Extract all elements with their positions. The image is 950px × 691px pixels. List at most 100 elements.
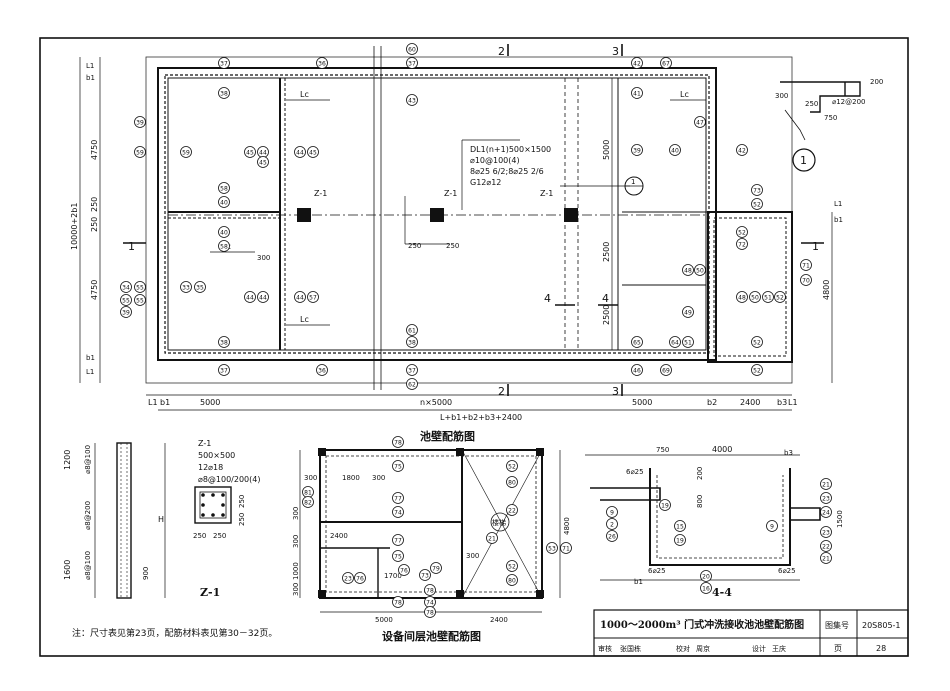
rebar-tag: 40 [218, 196, 230, 208]
svg-text:49: 49 [684, 309, 692, 316]
rebar-tag: 22 [506, 504, 518, 516]
section-mark-3-top: 3 [612, 45, 619, 58]
rebar-tag: 52 [506, 460, 518, 472]
column-label-2: Z-1 [444, 189, 457, 198]
column-sec-dim-4: 250 [238, 513, 246, 526]
lc-label-2: Lc [680, 90, 689, 99]
rebar-tag: 37 [406, 57, 418, 69]
svg-text:39: 39 [633, 147, 641, 154]
rebar-tag: 62 [406, 378, 418, 390]
dim-left-250-a: 250 [90, 197, 99, 212]
dim-right-4800: 4800 [822, 280, 831, 300]
rebar-tag: 45 [257, 156, 269, 168]
svg-text:23: 23 [822, 495, 830, 502]
svg-text:82: 82 [304, 499, 312, 506]
rebar-tag: 24 [820, 506, 832, 518]
svg-text:47: 47 [696, 119, 704, 126]
rebar-tag: 35 [194, 281, 206, 293]
page-label: 页 [834, 644, 842, 653]
detail-dim-750: 750 [824, 114, 837, 122]
detail-dim-200: 200 [870, 78, 883, 86]
rebar-tag: 77 [392, 492, 404, 504]
svg-text:48: 48 [684, 267, 692, 274]
svg-text:52: 52 [753, 367, 761, 374]
detail-rebar: ⌀12@200 [832, 98, 865, 106]
svg-text:67: 67 [662, 60, 670, 67]
svg-text:26: 26 [608, 533, 616, 540]
main-plan [123, 44, 824, 396]
signoff-review: 审核 [598, 644, 612, 653]
atlas-label: 图集号 [825, 620, 849, 630]
column-dim-c: ⌀8@100 [84, 551, 92, 580]
svg-text:62: 62 [408, 381, 416, 388]
svg-text:21: 21 [822, 555, 830, 562]
column-sec-dim-2: 250 [213, 532, 226, 540]
equip-dim-300-d: 300 [292, 583, 300, 596]
rebar-tag: 21 [820, 478, 832, 490]
rebar-tag: 51 [682, 336, 694, 348]
column-sec-dim-1: 250 [193, 532, 206, 540]
equip-dim-2400-a: 2400 [490, 616, 508, 624]
rebar-tag: 58 [218, 240, 230, 252]
dim-bottom-n5000: n×5000 [420, 398, 452, 407]
rebar-tag: 64 [669, 336, 681, 348]
svg-text:73: 73 [421, 572, 429, 579]
rebar-tag: 50 [694, 264, 706, 276]
dim-left-b1-top: b1 [86, 74, 95, 82]
column-dim-a: ⌀8@100 [84, 445, 92, 474]
svg-text:38: 38 [408, 339, 416, 346]
svg-text:9: 9 [610, 509, 614, 516]
rebar-tag: 50 [749, 291, 761, 303]
rebar-tag: 80 [506, 574, 518, 586]
rebar-tag: 73 [419, 569, 431, 581]
column-sec-dim-3: 250 [238, 495, 246, 508]
rebar-tag: 80 [506, 476, 518, 488]
rebar-tag: 22 [820, 540, 832, 552]
rebar-tag: 76 [398, 564, 410, 576]
svg-text:40: 40 [220, 229, 228, 236]
column-section-bars [201, 493, 225, 517]
section-circle-id: 1 [631, 178, 635, 186]
dim-right-2500-a: 2500 [602, 242, 611, 262]
detail-dim-250: 250 [805, 100, 818, 108]
sheet-border [39, 37, 909, 657]
rebar-tag: 74 [424, 596, 436, 608]
lc-label-4: Lc [300, 315, 309, 324]
svg-text:74: 74 [426, 599, 434, 606]
column-spec-1: Z-1 [198, 439, 211, 448]
svg-text:46: 46 [633, 367, 641, 374]
rebar-tag: 76 [354, 572, 366, 584]
section-mark-3-bottom: 3 [612, 385, 619, 398]
svg-text:19: 19 [661, 502, 669, 509]
rebar-tag: 44 [294, 146, 306, 158]
section-mark-4-right: 4 [602, 292, 609, 305]
rebar-tag: 43 [406, 94, 418, 106]
svg-text:38: 38 [220, 90, 228, 97]
svg-text:2: 2 [610, 521, 614, 528]
svg-text:50: 50 [696, 267, 704, 274]
svg-text:72: 72 [738, 241, 746, 248]
column-dim-1600: 1600 [63, 560, 72, 580]
rebar-tag: 19 [674, 534, 686, 546]
svg-text:69: 69 [662, 367, 670, 374]
column-caption: Z-1 [200, 586, 220, 599]
rebar-tag: 49 [682, 306, 694, 318]
rebar-tag: 70 [800, 274, 812, 286]
column-spec-2: 500×500 [198, 451, 235, 460]
svg-text:39: 39 [122, 309, 130, 316]
rebar-tag: 37 [218, 364, 230, 376]
svg-text:38: 38 [220, 339, 228, 346]
lc-label-1: Lc [300, 90, 309, 99]
sec44-dim-200: 200 [696, 467, 704, 480]
svg-text:59: 59 [136, 149, 144, 156]
beam-note-line1: DL1(n+1)500×1500 [470, 145, 551, 154]
rebar-tag: 57 [307, 291, 319, 303]
svg-text:45: 45 [309, 149, 317, 156]
rebar-tag: 9 [606, 506, 618, 518]
rebar-tag: 52 [736, 226, 748, 238]
drawing-title: 1000～2000m³ 门式冲洗接收池池壁配筋图 [600, 618, 804, 631]
dim-bottom-l1: L1 [148, 398, 158, 407]
dim-bottom-5000-b: 5000 [632, 398, 652, 407]
svg-text:55: 55 [136, 284, 144, 291]
section-mark-1-left: 1 [128, 240, 135, 253]
